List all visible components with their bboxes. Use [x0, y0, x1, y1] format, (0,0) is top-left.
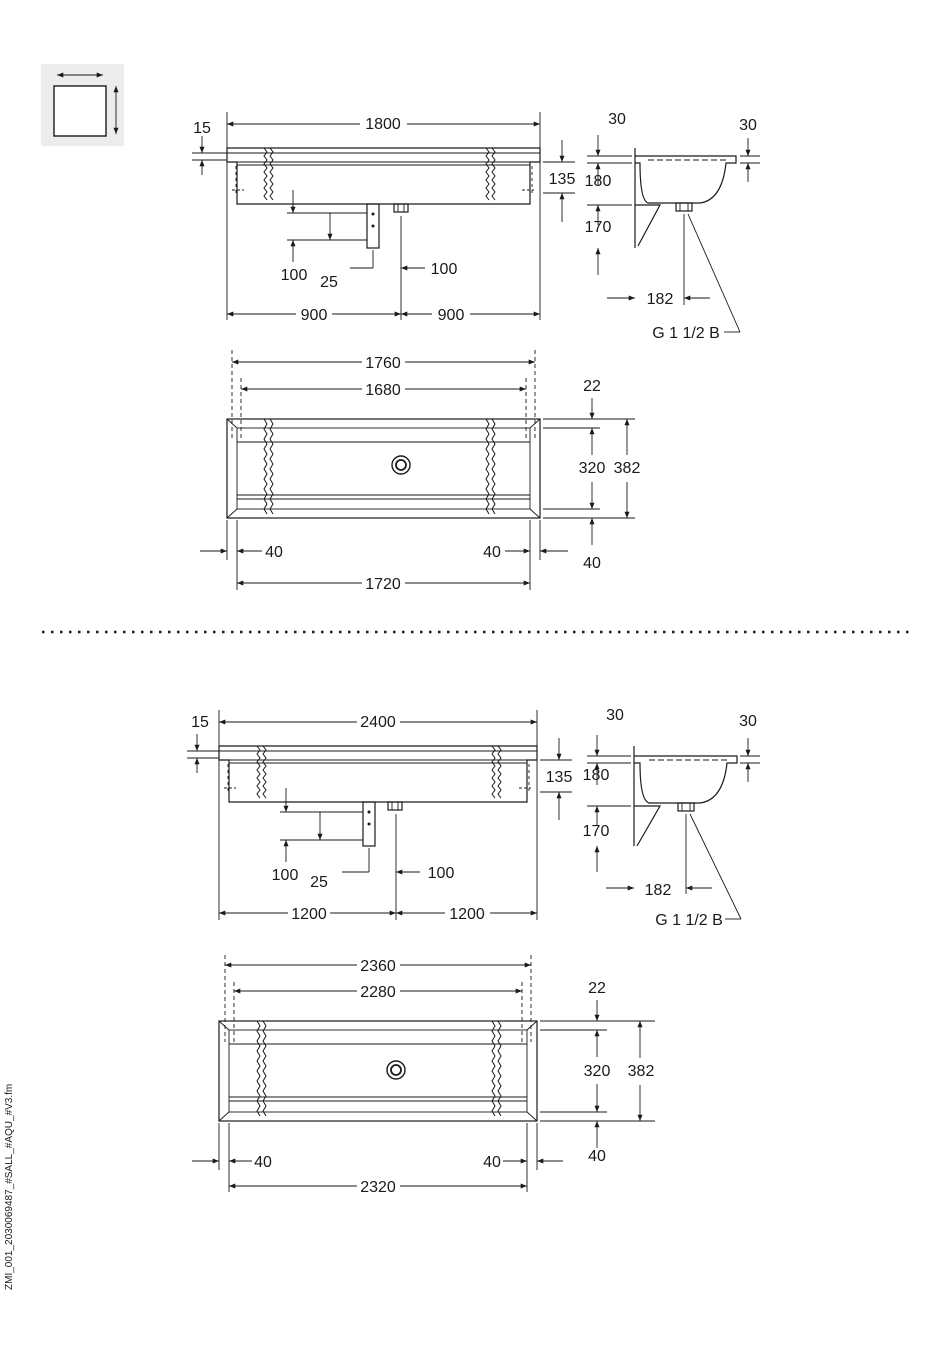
- dim-bottom-width: 2320: [360, 1179, 396, 1196]
- dim-depth: 182: [645, 882, 672, 899]
- dim-height-a: 180: [583, 767, 610, 784]
- dim-rim: 22: [588, 980, 606, 997]
- dim-edge-right-a: 40: [483, 1154, 501, 1171]
- variant-1-top-view: 1760 1680 1720 40 40 40 22 320 382: [200, 350, 640, 593]
- dim-half-right: 900: [438, 307, 465, 324]
- dim-outer-depth: 382: [614, 460, 641, 477]
- dim-height-b: 170: [585, 219, 612, 236]
- dim-edge-right-b: 40: [588, 1148, 606, 1165]
- variant-2-side-view: 30 30 180 170 182 G 1 1/2 B: [583, 707, 760, 929]
- dim-bottom-width: 1720: [365, 576, 401, 593]
- dim-inner-depth: 320: [579, 460, 606, 477]
- dim-height: 135: [546, 769, 573, 786]
- dim-drain-offset: 100: [428, 865, 455, 882]
- dim-outer-width: 1760: [365, 355, 401, 372]
- dim-height-b: 170: [583, 823, 610, 840]
- dim-bracket-a: 100: [272, 867, 299, 884]
- dim-height-a: 180: [585, 173, 612, 190]
- variant-2-front-view: 2400 15 135 100 25 100 1200 1200: [187, 710, 572, 923]
- dim-half-left: 900: [301, 307, 328, 324]
- drain-thread-label: G 1 1/2 B: [652, 325, 720, 342]
- dim-half-left: 1200: [291, 906, 327, 923]
- dim-bracket-b: 25: [310, 874, 328, 891]
- dim-rim: 22: [583, 378, 601, 395]
- dim-edge-left: 40: [265, 544, 283, 561]
- drain-thread-label: G 1 1/2 B: [655, 912, 723, 929]
- dim-inner-depth: 320: [584, 1063, 611, 1080]
- dim-drain-offset: 100: [431, 261, 458, 278]
- dim-inner-width: 1680: [365, 382, 401, 399]
- dim-outer-depth: 382: [628, 1063, 655, 1080]
- dim-edge-right-b: 40: [583, 555, 601, 572]
- dim-rim-top: 30: [606, 707, 624, 724]
- dim-inner-width: 2280: [360, 984, 396, 1001]
- dim-total-width: 1800: [365, 116, 401, 133]
- variant-1-side-view: 30 30 180 170 182 G 1 1/2 B: [585, 111, 760, 342]
- dim-outer-width: 2360: [360, 958, 396, 975]
- dim-rim-right: 30: [739, 713, 757, 730]
- dim-rim-top: 30: [608, 111, 626, 128]
- file-identifier: ZMI_001_2030069487_#SALL_#AQU_#V3.fm: [4, 1084, 15, 1290]
- dim-rim-right: 30: [739, 117, 757, 134]
- dim-edge-right-a: 40: [483, 544, 501, 561]
- dim-total-width: 2400: [360, 714, 396, 731]
- dim-height: 135: [549, 171, 576, 188]
- dim-depth-offset: 15: [193, 120, 211, 137]
- dimension-orientation-icon: [41, 64, 124, 146]
- dim-bracket-a: 100: [281, 267, 308, 284]
- dim-bracket-b: 25: [320, 274, 338, 291]
- variant-1-front-view: 1800 15 135 100 25 100 900 900: [192, 112, 575, 324]
- dim-edge-left: 40: [254, 1154, 272, 1171]
- variant-2-top-view: 2360 2280 2320 40 40 40 22 320 382: [192, 955, 655, 1196]
- dim-half-right: 1200: [449, 906, 485, 923]
- dim-depth: 182: [647, 291, 674, 308]
- dim-depth-offset: 15: [191, 714, 209, 731]
